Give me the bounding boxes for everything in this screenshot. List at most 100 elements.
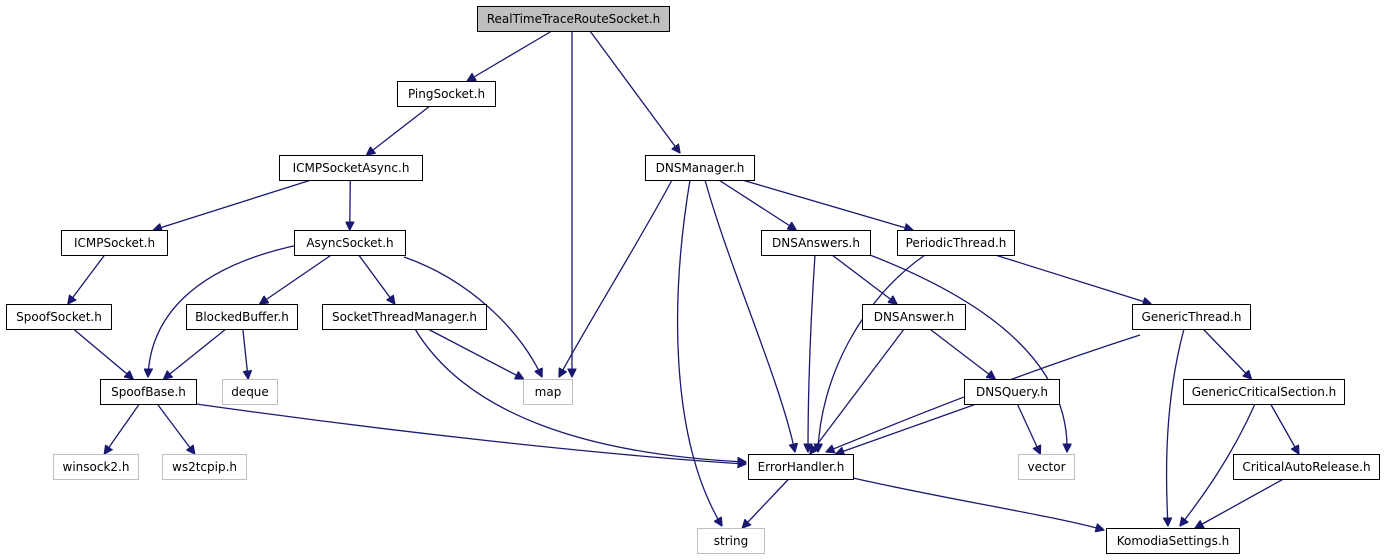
edge-dnsquery-to-vector xyxy=(1016,403,1040,454)
node-box[interactable] xyxy=(6,304,112,330)
node-deque[interactable]: deque xyxy=(222,379,278,405)
node-label: DNSQuery.h xyxy=(976,385,1048,399)
node-box[interactable] xyxy=(477,6,670,32)
node-box[interactable] xyxy=(697,528,765,554)
edge-spoofbase-to-ws2 xyxy=(156,403,194,454)
node-string[interactable]: string xyxy=(697,528,765,554)
node-vector[interactable]: vector xyxy=(1018,454,1075,480)
edge-dnsanswer-to-errh xyxy=(810,328,905,454)
edge-icmpasync-to-asyncsock xyxy=(350,179,351,230)
edge-dnsmgr-to-map xyxy=(559,179,673,377)
edge-asyncsock-to-spoofbase xyxy=(148,244,299,377)
node-box[interactable] xyxy=(1233,454,1380,480)
node-dnsanswers[interactable]: DNSAnswers.h xyxy=(761,230,871,256)
edge-dnsanswers-to-dnsanswer xyxy=(831,254,897,304)
node-label: PingSocket.h xyxy=(408,87,485,101)
nodes-layer: RealTimeTraceRouteSocket.hPingSocket.hIC… xyxy=(6,6,1380,554)
node-label: AsyncSocket.h xyxy=(306,236,393,250)
node-box[interactable] xyxy=(761,230,871,256)
edge-root-to-ping xyxy=(467,30,553,81)
node-box[interactable] xyxy=(964,379,1060,405)
node-icmp[interactable]: ICMPSocket.h xyxy=(61,230,168,256)
node-label: DNSAnswers.h xyxy=(772,236,860,250)
node-label: SpoofBase.h xyxy=(111,385,186,399)
node-spoofbase[interactable]: SpoofBase.h xyxy=(100,379,197,405)
node-box[interactable] xyxy=(322,304,487,330)
edge-spoofbase-to-winsock xyxy=(104,403,140,454)
node-generic[interactable]: GenericThread.h xyxy=(1132,304,1251,330)
node-label: RealTimeTraceRouteSocket.h xyxy=(487,12,661,26)
edge-car-to-komodia xyxy=(1195,478,1284,528)
edge-generic-to-gcs xyxy=(1202,328,1251,379)
node-map[interactable]: map xyxy=(523,379,573,405)
node-box[interactable] xyxy=(186,304,298,330)
edge-dnsquery-to-errh xyxy=(836,403,977,454)
node-box[interactable] xyxy=(748,454,854,480)
edge-stm-to-map xyxy=(427,328,524,379)
edge-spoofbase-to-errh xyxy=(195,403,746,464)
edge-spoofsock-to-spoofbase xyxy=(72,328,133,379)
node-box[interactable] xyxy=(162,454,247,480)
node-ping[interactable]: PingSocket.h xyxy=(397,81,496,107)
node-box[interactable] xyxy=(523,379,573,405)
node-periodic[interactable]: PeriodicThread.h xyxy=(897,230,1015,256)
node-box[interactable] xyxy=(294,230,406,256)
node-label: map xyxy=(535,385,562,399)
node-label: SocketThreadManager.h xyxy=(332,310,477,324)
edge-periodic-to-generic xyxy=(995,254,1151,304)
edge-generic-to-errh xyxy=(826,334,1141,452)
edges-layer xyxy=(68,30,1299,530)
edge-generic-to-komodia xyxy=(1167,328,1185,526)
edge-blocked-to-spoofbase xyxy=(164,328,227,379)
node-gcs[interactable]: GenericCriticalSection.h xyxy=(1183,379,1345,405)
node-box[interactable] xyxy=(1018,454,1075,480)
node-label: string xyxy=(714,534,748,548)
node-errh[interactable]: ErrorHandler.h xyxy=(748,454,854,480)
edge-periodic-to-errh xyxy=(818,254,926,452)
edge-icmpasync-to-icmp xyxy=(153,179,312,230)
node-label: CriticalAutoRelease.h xyxy=(1242,460,1370,474)
node-spoofsock[interactable]: SpoofSocket.h xyxy=(6,304,112,330)
node-label: DNSManager.h xyxy=(656,161,745,175)
node-dnsmgr[interactable]: DNSManager.h xyxy=(645,155,755,181)
node-box[interactable] xyxy=(1132,304,1251,330)
edge-asyncsock-to-blocked xyxy=(260,254,332,304)
node-label: DNSAnswer.h xyxy=(874,310,955,324)
node-root[interactable]: RealTimeTraceRouteSocket.h xyxy=(477,6,670,32)
node-komodia[interactable]: KomodiaSettings.h xyxy=(1106,528,1240,554)
edge-errh-to-string xyxy=(742,478,790,528)
node-box[interactable] xyxy=(100,379,197,405)
node-icmpasync[interactable]: ICMPSocketAsync.h xyxy=(279,155,423,181)
edge-stm-to-errh xyxy=(414,328,746,462)
node-box[interactable] xyxy=(1183,379,1345,405)
edge-gcs-to-car xyxy=(1270,403,1299,454)
node-stm[interactable]: SocketThreadManager.h xyxy=(322,304,487,330)
node-blocked[interactable]: BlockedBuffer.h xyxy=(186,304,298,330)
node-label: KomodiaSettings.h xyxy=(1117,534,1230,548)
node-box[interactable] xyxy=(645,155,755,181)
node-label: PeriodicThread.h xyxy=(906,236,1007,250)
node-box[interactable] xyxy=(1106,528,1240,554)
node-ws2[interactable]: ws2tcpip.h xyxy=(162,454,247,480)
node-winsock[interactable]: winsock2.h xyxy=(53,454,139,480)
edge-dnsmgr-to-errh xyxy=(704,179,795,452)
node-car[interactable]: CriticalAutoRelease.h xyxy=(1233,454,1380,480)
node-box[interactable] xyxy=(53,454,139,480)
node-box[interactable] xyxy=(61,230,168,256)
edge-dnsmgr-to-string xyxy=(676,179,722,526)
edge-dnsanswers-to-errh xyxy=(808,254,816,452)
node-box[interactable] xyxy=(279,155,423,181)
node-label: GenericThread.h xyxy=(1142,310,1242,324)
node-dnsanswer[interactable]: DNSAnswer.h xyxy=(862,304,966,330)
node-box[interactable] xyxy=(222,379,278,405)
node-dnsquery[interactable]: DNSQuery.h xyxy=(964,379,1060,405)
node-box[interactable] xyxy=(397,81,496,107)
node-box[interactable] xyxy=(862,304,966,330)
edge-asyncsock-to-stm xyxy=(358,254,395,304)
node-box[interactable] xyxy=(897,230,1015,256)
edge-blocked-to-deque xyxy=(242,328,248,379)
node-label: BlockedBuffer.h xyxy=(195,310,289,324)
node-label: ErrorHandler.h xyxy=(758,460,845,474)
node-asyncsock[interactable]: AsyncSocket.h xyxy=(294,230,406,256)
